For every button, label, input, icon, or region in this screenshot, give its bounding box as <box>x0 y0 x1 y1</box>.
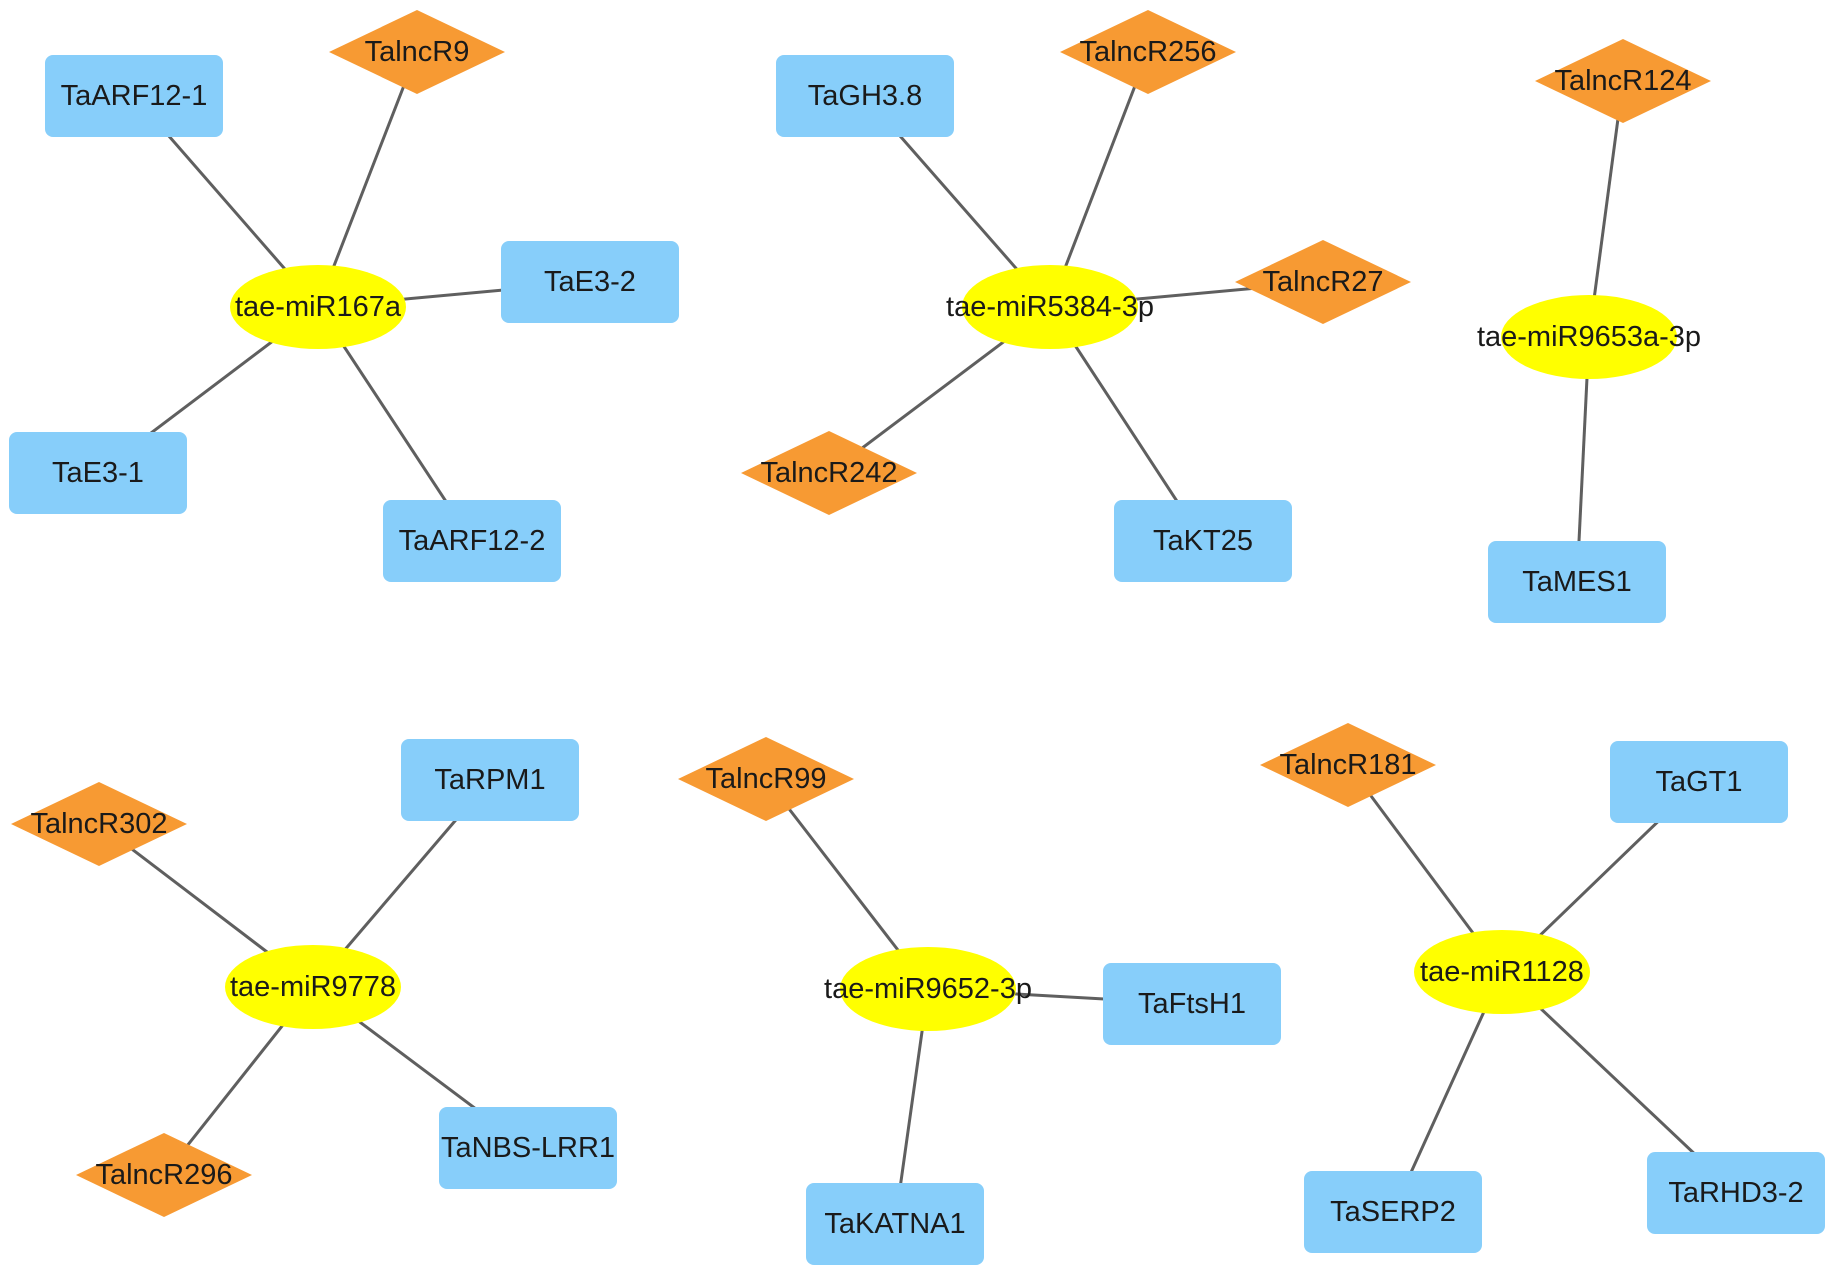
lncrna-node[interactable]: TalncR302 <box>11 782 187 866</box>
mirna-shape <box>1501 295 1677 379</box>
gene-node[interactable]: TaKT25 <box>1114 500 1292 582</box>
mirna-node[interactable]: tae-miR167a <box>230 265 406 349</box>
node-label: TalncR124 <box>1554 65 1691 97</box>
node-label: TaARF12-1 <box>61 80 208 112</box>
gene-shape <box>1647 1152 1825 1234</box>
node-label: TalncR27 <box>1263 266 1384 298</box>
gene-shape <box>1488 541 1666 623</box>
gene-node[interactable]: TaGH3.8 <box>776 55 954 137</box>
gene-shape <box>9 432 187 514</box>
lncrna-shape <box>1535 39 1711 123</box>
gene-node[interactable]: TaE3-2 <box>501 241 679 323</box>
node-label: TaMES1 <box>1522 566 1632 598</box>
nodes-layer: tae-miR167aTaARF12-1TalncR9TaE3-2TaE3-1T… <box>9 10 1825 1265</box>
edges-layer <box>97 51 1738 1225</box>
node-label: tae-miR1128 <box>1420 956 1584 988</box>
node-label: TaRPM1 <box>434 764 545 796</box>
lncrna-node[interactable]: TalncR181 <box>1260 723 1436 807</box>
mirna-shape <box>225 945 401 1029</box>
node-label: tae-miR5384-3p <box>946 291 1154 323</box>
node-label: TalncR302 <box>30 808 167 840</box>
edge-m1-l1 <box>316 51 419 308</box>
lncrna-shape <box>1060 10 1236 94</box>
gene-shape <box>439 1107 617 1189</box>
edge-m3-l5 <box>1587 80 1625 338</box>
lncrna-node[interactable]: TalncR124 <box>1535 39 1711 123</box>
lncrna-node[interactable]: TalncR242 <box>741 431 917 515</box>
gene-node[interactable]: TaRPM1 <box>401 739 579 821</box>
lncrna-shape <box>741 431 917 515</box>
lncrna-node[interactable]: TalncR256 <box>1060 10 1236 94</box>
gene-node[interactable]: TaSERP2 <box>1304 1171 1482 1253</box>
mirna-node[interactable]: tae-miR9652-3p <box>824 947 1032 1031</box>
node-label: TaARF12-2 <box>399 525 546 557</box>
gene-shape <box>1610 741 1788 823</box>
gene-shape <box>501 241 679 323</box>
gene-node[interactable]: TaNBS-LRR1 <box>439 1107 617 1189</box>
gene-shape <box>401 739 579 821</box>
edge-m2-l2 <box>1048 51 1150 308</box>
gene-shape <box>45 55 223 137</box>
mirna-node[interactable]: tae-miR5384-3p <box>946 265 1154 349</box>
lncrna-node[interactable]: TalncR99 <box>678 737 854 821</box>
node-label: TalncR99 <box>706 763 827 795</box>
node-label: TaGT1 <box>1655 766 1742 798</box>
node-label: tae-miR167a <box>235 291 402 323</box>
gene-shape <box>383 500 561 582</box>
lncrna-shape <box>329 10 505 94</box>
gene-shape <box>776 55 954 137</box>
mirna-shape <box>230 265 406 349</box>
node-label: TalncR9 <box>365 36 470 68</box>
gene-node[interactable]: TaE3-1 <box>9 432 187 514</box>
mirna-shape <box>840 947 1016 1031</box>
node-label: TaKT25 <box>1153 525 1253 557</box>
node-label: TalncR296 <box>95 1159 232 1191</box>
gene-node[interactable]: TaRHD3-2 <box>1647 1152 1825 1234</box>
node-label: TaSERP2 <box>1330 1196 1456 1228</box>
node-label: TalncR242 <box>760 457 897 489</box>
node-label: TaGH3.8 <box>808 80 922 112</box>
lncrna-shape <box>1235 240 1411 324</box>
lncrna-shape <box>1260 723 1436 807</box>
gene-node[interactable]: TaGT1 <box>1610 741 1788 823</box>
gene-node[interactable]: TaKATNA1 <box>806 1183 984 1265</box>
node-label: tae-miR9652-3p <box>824 973 1032 1005</box>
node-label: TaNBS-LRR1 <box>441 1132 615 1164</box>
gene-node[interactable]: TaARF12-2 <box>383 500 561 582</box>
gene-shape <box>1103 963 1281 1045</box>
lncrna-node[interactable]: TalncR9 <box>329 10 505 94</box>
lncrna-node[interactable]: TalncR296 <box>76 1133 252 1217</box>
mirna-node[interactable]: tae-miR1128 <box>1414 930 1590 1014</box>
node-label: TaFtsH1 <box>1138 988 1246 1020</box>
lncrna-shape <box>678 737 854 821</box>
node-label: TaKATNA1 <box>824 1208 965 1240</box>
node-label: TaE3-2 <box>544 266 636 298</box>
node-label: TaE3-1 <box>52 457 144 489</box>
node-label: tae-miR9778 <box>230 971 396 1003</box>
lncrna-shape <box>76 1133 252 1217</box>
lncrna-node[interactable]: TalncR27 <box>1235 240 1411 324</box>
gene-node[interactable]: TaFtsH1 <box>1103 963 1281 1045</box>
node-label: tae-miR9653a-3p <box>1477 321 1701 353</box>
mirna-node[interactable]: tae-miR9778 <box>225 945 401 1029</box>
gene-shape <box>1114 500 1292 582</box>
gene-shape <box>806 1183 984 1265</box>
gene-shape <box>1304 1171 1482 1253</box>
gene-node[interactable]: TaARF12-1 <box>45 55 223 137</box>
node-label: TalncR256 <box>1079 36 1216 68</box>
mirna-node[interactable]: tae-miR9653a-3p <box>1477 295 1701 379</box>
gene-node[interactable]: TaMES1 <box>1488 541 1666 623</box>
mirna-shape <box>1414 930 1590 1014</box>
mirna-shape <box>962 265 1138 349</box>
node-label: TaRHD3-2 <box>1668 1177 1803 1209</box>
lncrna-shape <box>11 782 187 866</box>
node-label: TalncR181 <box>1279 749 1416 781</box>
